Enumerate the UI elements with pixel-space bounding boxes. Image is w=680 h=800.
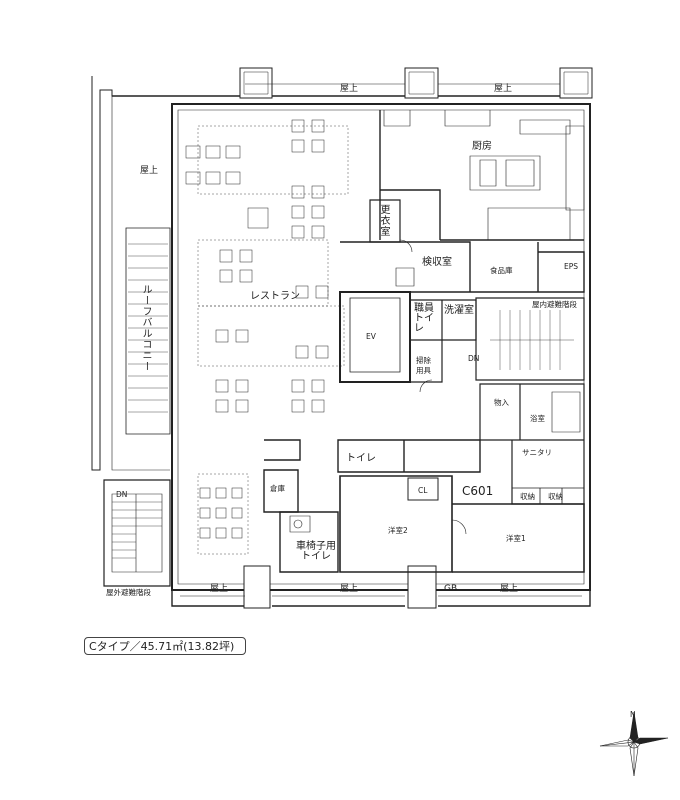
kitchen-label: 厨房	[472, 141, 492, 152]
laundry-label: 洗濯室	[444, 305, 474, 316]
unit-type-info: Cタイプ／45.71㎡(13.82坪)	[84, 637, 246, 655]
restaurant-label: レストラン	[250, 291, 300, 302]
western-room-1-label: 洋室1	[506, 534, 526, 543]
roof-label: 屋上	[140, 166, 159, 176]
dn-label: DN	[468, 354, 480, 363]
outdoor-stair	[103, 479, 171, 587]
closet-label: CL	[418, 486, 428, 495]
unit-number: C601	[462, 484, 494, 498]
outdoor-stair-label: 屋外避難階段	[106, 588, 151, 597]
sanitary-label: サニタリ	[522, 448, 552, 457]
food-storage-label: 食品庫	[490, 266, 513, 275]
storage-label: 収納	[548, 492, 563, 501]
western-room-2-label: 洋室2	[388, 526, 408, 535]
warehouse-label: 倉庫	[270, 484, 285, 493]
cleaning-closet-label: 掃除用具	[416, 356, 431, 375]
kitchen-walls	[379, 110, 584, 241]
ev-label: EV	[366, 332, 376, 341]
storage-label: 収納	[520, 492, 535, 501]
indoor-stair	[475, 297, 585, 381]
indoor-stair-label: 屋内避難階段	[532, 300, 577, 309]
eps-label: EPS	[564, 262, 579, 271]
staff-toilet-label: 職員トイレ	[414, 303, 434, 334]
locker-room-label: 更衣室	[378, 204, 389, 237]
inspection-room-label: 検収室	[422, 257, 452, 268]
gb-label: GB	[444, 584, 458, 594]
roof-label: 屋上	[340, 84, 359, 94]
wheelchair-toilet-label: 車椅子用トイレ	[296, 541, 336, 562]
building-outline	[171, 103, 591, 591]
compass-rose	[599, 711, 669, 777]
bathroom-label: 浴室	[530, 414, 545, 423]
roof-label: 屋上	[210, 584, 229, 594]
roof-balcony-label: ルーフバルコニー	[140, 284, 151, 372]
roof-label: 屋上	[340, 584, 359, 594]
roof-balcony-outline	[91, 76, 245, 471]
north-indicator: N	[630, 710, 636, 719]
bottom-parapet	[171, 590, 591, 607]
roof-label: 屋上	[500, 584, 519, 594]
roof-label: 屋上	[494, 84, 513, 94]
dn-label: DN	[116, 490, 128, 499]
toilet-label: トイレ	[346, 453, 376, 464]
storage-label: 物入	[494, 398, 509, 407]
western2-walls	[339, 475, 453, 573]
lower-core-walls	[263, 439, 301, 513]
